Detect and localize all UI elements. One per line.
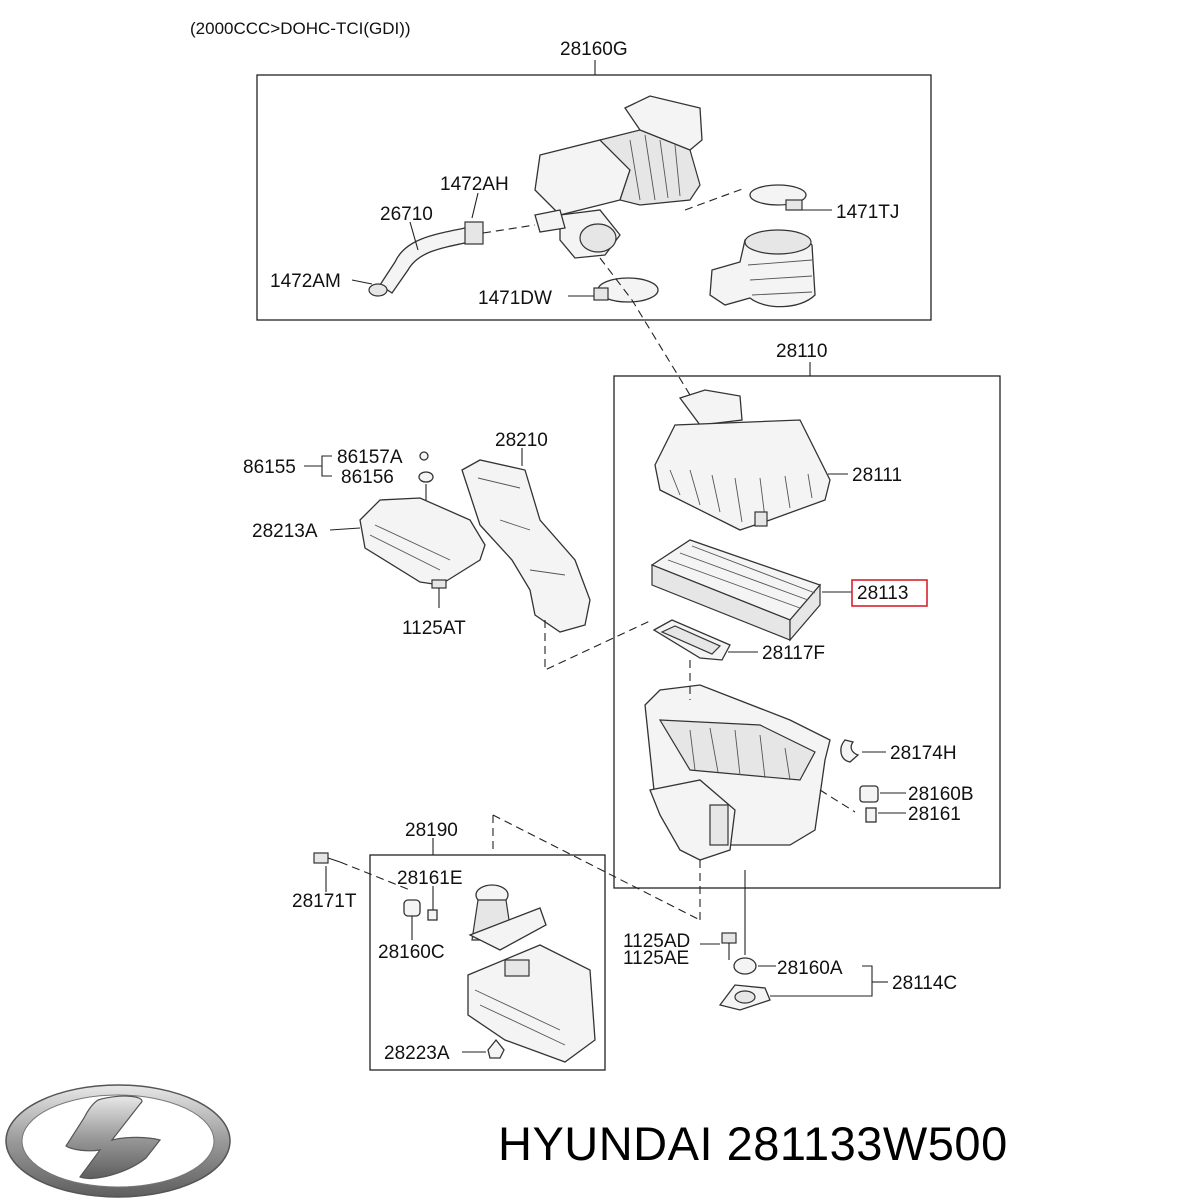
label-86156[interactable]: 86156 [341, 467, 394, 488]
label-1472AH[interactable]: 1472AH [440, 174, 509, 195]
label-28213A[interactable]: 28213A [252, 521, 318, 542]
label-28160G[interactable]: 28160G [560, 39, 628, 60]
clamp-1471TJ [749, 184, 807, 211]
grommet-28160C [403, 899, 421, 917]
label-28161[interactable]: 28161 [908, 804, 961, 825]
label-1472AM[interactable]: 1472AM [270, 271, 341, 292]
group-air-guide: 86155 86157A 86156 28213A 1125AT 28210 [243, 430, 653, 671]
intake-resonator-duct [534, 95, 703, 259]
air-filter-element-28113 [650, 539, 822, 642]
label-28174H[interactable]: 28174H [890, 743, 957, 764]
label-86157A[interactable]: 86157A [337, 447, 403, 468]
label-1125AT[interactable]: 1125AT [402, 618, 466, 639]
highlight-frame-28113 [851, 579, 928, 607]
air-cleaner-cover-28111 [654, 389, 831, 531]
bracket-28114C [718, 984, 771, 1011]
label-86155[interactable]: 86155 [243, 457, 296, 478]
air-guide-cover-28213A [359, 497, 486, 586]
group-28190: 28190 28171T 28161E 28160C 282 [292, 814, 701, 1071]
label-28111[interactable]: 28111 [852, 465, 902, 486]
grommet-28160A [733, 957, 757, 975]
label-28210[interactable]: 28210 [495, 430, 548, 451]
label-28117F[interactable]: 28117F [762, 643, 825, 664]
label-28113[interactable]: 28113 [857, 583, 908, 604]
label-26710[interactable]: 26710 [380, 204, 433, 225]
label-1471DW[interactable]: 1471DW [478, 288, 552, 309]
label-28223A[interactable]: 28223A [384, 1043, 450, 1064]
collar-28161E [427, 909, 438, 921]
label-1125AE[interactable]: 1125AE [623, 948, 689, 969]
brand-part-number: HYUNDAI 281133W500 [498, 1117, 1008, 1170]
group-28190-frame [369, 854, 606, 1071]
group-28110: 28110 28111 28113 28117F [613, 341, 1001, 889]
label-28110[interactable]: 28110 [776, 341, 827, 362]
bolt-1125AT [431, 579, 447, 608]
clip-28174H [840, 739, 860, 763]
label-28190[interactable]: 28190 [405, 820, 458, 841]
label-28160C[interactable]: 28160C [378, 942, 445, 963]
label-28161E[interactable]: 28161E [397, 868, 463, 889]
group-28160G: 28160G 1471TJ [256, 39, 932, 321]
label-28114C[interactable]: 28114C [892, 973, 957, 994]
group-28110-frame [613, 375, 1001, 889]
air-cleaner-body [644, 684, 831, 861]
air-intake-duct-28210 [461, 459, 591, 633]
grommet-28160B [859, 785, 879, 803]
resonator-28190 [467, 884, 596, 1063]
label-28171T[interactable]: 28171T [292, 891, 357, 912]
clip-28223A [487, 1038, 505, 1059]
hyundai-logo [5, 1084, 231, 1198]
gasket-28117F [652, 619, 731, 661]
group-28160G-frame [256, 74, 932, 321]
label-28160B[interactable]: 28160B [908, 784, 974, 805]
breather-hose-26710 [368, 221, 484, 297]
bolt-28171T [313, 852, 341, 864]
label-1471TJ[interactable]: 1471TJ [836, 202, 899, 223]
bolt-1125AD [721, 932, 737, 960]
clamp-1471DW [593, 277, 659, 303]
engine-variant-note: (2000CCC>DOHC-TCI(GDI)) [190, 19, 411, 38]
collar-28161 [865, 807, 877, 823]
label-1125AD[interactable]: 1125AD [623, 931, 690, 952]
group-bracket: 1125AD 1125AE 28160A 28114C [623, 860, 957, 1011]
intake-hose [709, 229, 816, 308]
label-28160A[interactable]: 28160A [777, 958, 843, 979]
